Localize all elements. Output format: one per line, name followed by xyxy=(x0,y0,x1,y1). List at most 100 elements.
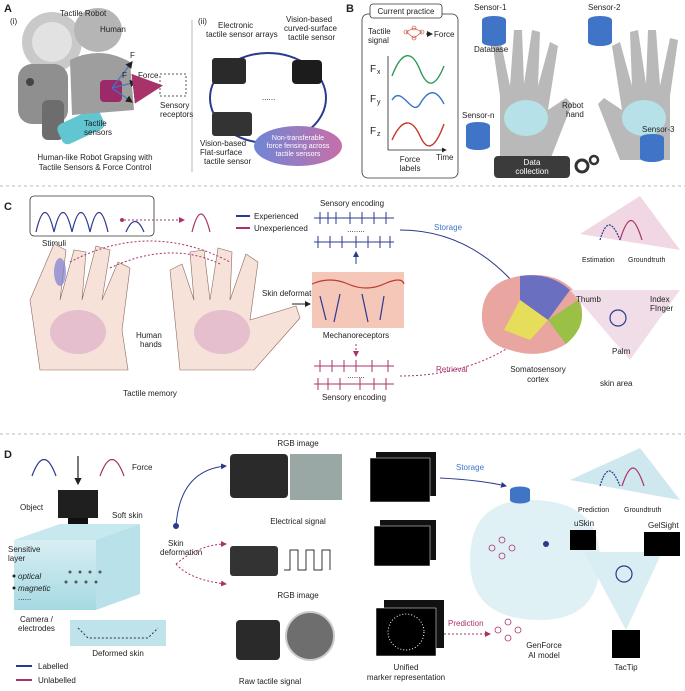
uskin-label: uSkin xyxy=(574,519,594,528)
sensor3-label: Sensor-3 xyxy=(642,125,675,134)
genforce-2: AI model xyxy=(528,651,560,660)
gear-small-icon xyxy=(588,154,600,166)
skin-front xyxy=(14,540,96,610)
fx-label: F xyxy=(370,64,376,75)
tactip-label: TacTip xyxy=(614,663,638,672)
current-practice-tab xyxy=(369,3,443,19)
tactile-memory-label: Tactile memory xyxy=(123,389,177,398)
current-practice-label: Current practice xyxy=(378,7,435,16)
sensor-bottom-icon xyxy=(236,620,280,660)
genforce-1: GenForce xyxy=(526,641,562,650)
skin-area-triangle xyxy=(570,290,680,360)
rgb-image-stack xyxy=(290,454,342,500)
fx-curve xyxy=(391,55,445,84)
sensitive-2: layer xyxy=(8,554,26,563)
sensory-encoding-top: Sensory encoding xyxy=(320,199,384,208)
spike-train-top xyxy=(314,212,394,248)
sensory-encoding-bottom: Sensory encoding xyxy=(322,393,386,402)
thumb-label: Thumb xyxy=(576,295,601,304)
uskin-image xyxy=(570,530,596,550)
fy-label: F xyxy=(370,94,376,105)
brain-figure xyxy=(481,274,582,354)
tactip-image xyxy=(285,611,335,661)
object-block xyxy=(58,490,98,518)
vision-curved-1: Vision-based xyxy=(286,15,332,24)
dots-a: ...... xyxy=(262,93,275,102)
data-collection-1: Data xyxy=(524,158,541,167)
sensor-top-icon xyxy=(230,454,288,498)
index-label-1: Index xyxy=(650,295,670,304)
marker-stack-mid xyxy=(373,520,436,567)
camera-1: Camera / xyxy=(20,615,54,624)
unexperienced-wave xyxy=(191,213,211,233)
non-transfer-1: Non-transferable xyxy=(272,135,324,142)
force-b-label: Force xyxy=(434,30,455,39)
labelled-label: Labelled xyxy=(38,662,68,671)
skin-def-2: deformation xyxy=(160,548,202,557)
robot-hands xyxy=(492,30,678,160)
index-label-2: FInger xyxy=(650,304,673,313)
sensor2-icon xyxy=(588,16,612,46)
panel-b: B Current practice Tactile signal Force … xyxy=(346,3,678,179)
sensorn-icon xyxy=(466,122,490,150)
mechanoreceptor-block xyxy=(312,272,404,328)
f1-label: F xyxy=(130,51,135,60)
sensory-receptors-label-2: receptors xyxy=(160,110,193,119)
rgb-image-top: RGB image xyxy=(277,439,319,448)
ai-network-icon xyxy=(488,536,522,642)
left-palm-area xyxy=(50,310,106,354)
deformed-skin-label: Deformed skin xyxy=(92,649,144,658)
panel-a-label: A xyxy=(4,3,12,15)
sub-ii-label: (ii) xyxy=(198,17,207,26)
dots-c-bottom: ........ xyxy=(347,371,365,380)
vision-curved-2: curved-surface xyxy=(284,24,337,33)
marker-stack-bottom xyxy=(375,600,444,657)
fy-curve xyxy=(391,92,445,108)
storage-c-label: Storage xyxy=(434,223,463,232)
gelsight-label: GelSight xyxy=(648,521,679,530)
robot-figure xyxy=(18,12,105,145)
sensor1-label: Sensor-1 xyxy=(474,3,507,12)
dots-d: ...... xyxy=(18,593,31,602)
robot-hand-2: hand xyxy=(566,110,584,119)
estimation-triangle xyxy=(580,196,680,250)
panel-a: A (i) Tactile Robot Human F F F Force Se… xyxy=(4,3,342,172)
prediction-triangle xyxy=(570,448,680,500)
spike-train-bottom xyxy=(314,360,394,390)
unlabelled-label: Unlabelled xyxy=(38,676,76,685)
stimuli-box xyxy=(29,195,155,237)
estimation-label: Estimation xyxy=(582,257,615,264)
curved-sensor-icon xyxy=(292,60,322,84)
sensor1-icon xyxy=(482,16,506,46)
sensitive-1: Sensitive xyxy=(8,545,41,554)
network-icon xyxy=(403,25,425,41)
tactile-signal-2: signal xyxy=(368,36,389,45)
caption-a-2: Tactile Sensors & Force Control xyxy=(39,163,152,172)
fz-label: F xyxy=(370,126,376,137)
soft-skin-label: Soft skin xyxy=(112,511,143,520)
marker-stack-top xyxy=(369,452,436,503)
deformed-skin-block xyxy=(70,620,166,646)
unexperienced-label: Unexperienced xyxy=(254,224,308,233)
human-figure xyxy=(70,8,134,115)
gelsight-image xyxy=(644,532,680,556)
groundtruth-c-label: Groundtruth xyxy=(628,257,665,264)
tactip-marker-image xyxy=(612,630,640,658)
panel-d: D Force Object Soft skin Sensitive layer… xyxy=(4,439,680,686)
stimuli-label: Stimuli xyxy=(42,239,66,248)
panel-c-label: C xyxy=(4,201,12,213)
gear-icon xyxy=(574,158,590,174)
electrical-signal-label: Electrical signal xyxy=(270,517,326,526)
electronic-sensor-icon xyxy=(212,58,246,84)
tactile-sensors-label-2: sensors xyxy=(84,128,112,137)
raw-signal-label: Raw tactile signal xyxy=(239,677,301,686)
ai-brain xyxy=(470,500,600,620)
vision-curved-3: tactile sensor xyxy=(288,33,335,42)
unified-1: Unified xyxy=(394,663,419,672)
sensor3-icon xyxy=(640,134,664,162)
human-label: Human xyxy=(100,25,126,34)
f3-label: F xyxy=(136,93,141,102)
panel-b-label: B xyxy=(346,3,354,15)
sensor-mid-icon xyxy=(230,546,278,576)
panel-d-label: D xyxy=(4,449,12,461)
